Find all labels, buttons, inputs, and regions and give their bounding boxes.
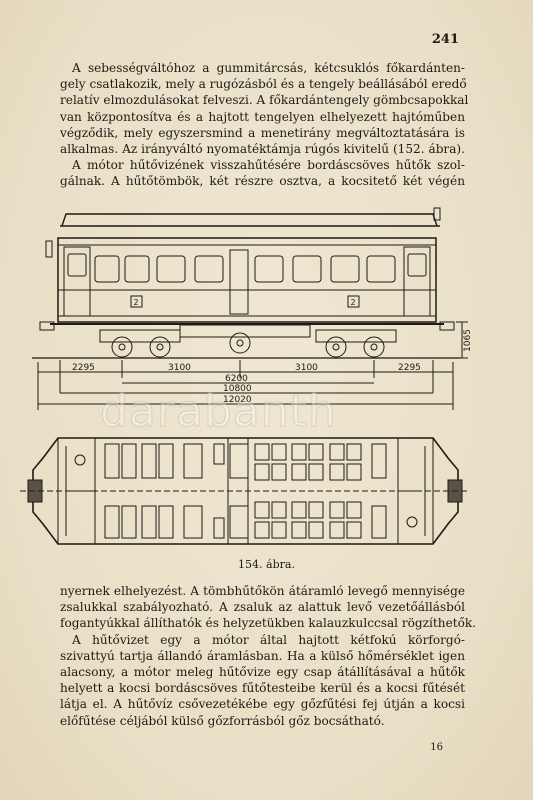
watermark: darabanth [100, 386, 337, 438]
text-line: gálnak. A hűtőtömbök, két részre osztva,… [60, 174, 465, 189]
text-line: végződik, mely egyszersmind a menetirány… [60, 125, 465, 140]
railcar-technical-drawing: 2 2 [20, 207, 473, 545]
class-mark-left: 2 [134, 298, 139, 307]
text-line: alkalmas. Az irányváltó nyomatéktámja rú… [60, 142, 465, 157]
dim-6200: 6200 [225, 374, 248, 384]
text-line: szivattyú tartja állandó áramlásban. Ha … [60, 648, 465, 663]
dim-12020: 12020 [223, 395, 252, 405]
paragraph-bottom: nyernek elhelyezést. A tömbhűtőkön átára… [60, 583, 477, 729]
dim-3100-left: 3100 [168, 363, 191, 373]
dim-3100-right: 3100 [295, 363, 318, 373]
dim-2295-left: 2295 [72, 363, 95, 373]
text-line: A hűtővizet egy a mótor által hajtott ké… [72, 632, 465, 647]
signature-number: 16 [430, 742, 443, 753]
text-line: helyett a kocsi bordáscsöves fűtőtesteib… [60, 681, 465, 696]
paragraph-top: A sebességváltóhoz a gummitárcsás, kétcs… [60, 60, 469, 190]
text-line: látja el. A hűtővíz csővezetékébe egy gő… [60, 697, 465, 712]
dim-height-1065: 1065 [463, 329, 473, 352]
text-line: A sebességváltóhoz a gummitárcsás, kétcs… [72, 61, 465, 75]
text-line: alacsony, a mótor meleg hűtővize egy csa… [60, 665, 465, 680]
text-line: relatív elmozdulásokat felveszi. A főkar… [60, 93, 469, 108]
figure-caption: 154. ábra. [238, 558, 295, 571]
text-line: van központosítva és a hajtott tengelyen… [60, 109, 465, 124]
dim-10800: 10800 [223, 384, 252, 394]
class-mark-right: 2 [351, 298, 356, 307]
text-line: fogantyúkkal állíthatók és helyzetükben … [60, 616, 477, 631]
text-line: zsalukkal szabályozható. A zsaluk az ala… [60, 600, 465, 615]
page-number: 241 [431, 32, 459, 47]
text-line: nyernek elhelyezést. A tömbhűtőkön átára… [60, 584, 465, 598]
text-line: előfűtése céljából külső gőzforrásból gő… [60, 713, 385, 728]
text-line: gely csatlakozik, mely a rugózásból és a… [60, 77, 467, 92]
dim-2295-right: 2295 [398, 363, 421, 373]
text-line: A mótor hűtővizének visszahűtésére bordá… [72, 158, 465, 173]
